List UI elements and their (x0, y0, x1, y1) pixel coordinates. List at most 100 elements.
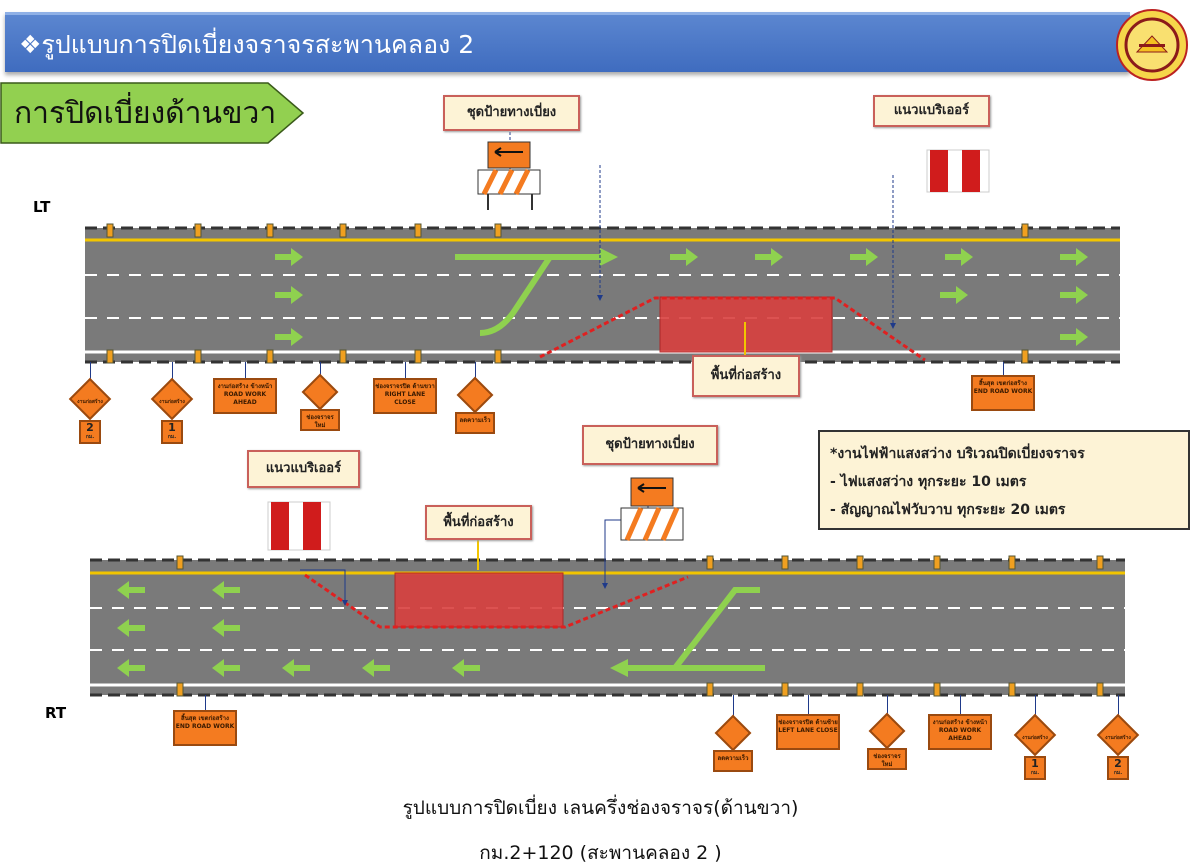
sign-text-en: ROAD WORK AHEAD (938, 727, 982, 742)
light-post-icon (414, 223, 422, 238)
traffic-arrow-icon (755, 248, 783, 266)
traffic-arrow-icon (945, 248, 973, 266)
light-post-icon (266, 223, 274, 238)
sign-leader-line (245, 362, 246, 383)
light-post-icon (781, 555, 789, 570)
lower-construction-label: พื้นที่ก่อสร้าง (425, 505, 532, 540)
section-banner-label: การปิดเบี่ยงด้านขวา (14, 96, 277, 131)
sign-unit: กม. (1113, 770, 1123, 776)
light-post-icon (194, 223, 202, 238)
traffic-arrow-icon (275, 248, 303, 266)
page-header: ❖รูปแบบการปิดเบี่ยงจราจรสะพานคลอง 2 (5, 12, 1130, 72)
light-post-icon (933, 682, 941, 697)
light-post-icon (781, 682, 789, 697)
sign-text-en: RIGHT LANE CLOSE (384, 391, 426, 406)
light-post-icon (176, 555, 184, 570)
traffic-arrow-icon (275, 286, 303, 304)
sign-leader-line (887, 695, 888, 719)
warning-diamond-icon (714, 714, 752, 752)
sign-leader-line (172, 362, 173, 383)
caption-location: กม.2+120 (สะพานคลอง 2 ) (479, 842, 722, 864)
agency-seal-logo (1116, 9, 1188, 81)
sign-text: สิ้นสุด เขตก่อสร้าง (181, 715, 229, 722)
light-post-icon (414, 349, 422, 364)
upper-detour-signs-label: ชุดป้ายทางเบี่ยง (443, 95, 580, 131)
sign-text-en: END ROAD WORK (973, 388, 1033, 395)
sign-leader-line (733, 695, 734, 721)
lower-construction-zone (394, 572, 564, 628)
traffic-arrow-icon (670, 248, 698, 266)
traffic-arrow-icon (1060, 286, 1088, 304)
sign-text: งานก่อสร้าง (1105, 735, 1131, 741)
sign-text: งานก่อสร้าง ข้างหน้า (217, 383, 273, 390)
light-post-icon (339, 349, 347, 364)
light-post-icon (176, 682, 184, 697)
sign-km: 1 (168, 421, 176, 434)
light-post-icon (1096, 555, 1104, 570)
traffic-arrow-icon (212, 659, 240, 677)
lt-side-label: LT (33, 198, 51, 216)
sign-text: ลดความเร็ว (713, 750, 753, 772)
sign-text: ช่องจราจรปิด ด้านขวา (375, 383, 435, 390)
sign-leader-line (808, 695, 809, 719)
sign-leader-line (1003, 362, 1004, 380)
rt-side-label: RT (45, 704, 67, 722)
traffic-arrow-icon (362, 659, 390, 677)
upper-construction-label: พื้นที่ก่อสร้าง (692, 355, 800, 397)
upper-detour-sign-icon (477, 141, 541, 210)
note-line: *งานไฟฟ้าแสงสว่าง บริเวณปิดเบี่ยงจราจร (830, 446, 1085, 462)
light-post-icon (494, 349, 502, 364)
traffic-arrow-icon (452, 659, 480, 677)
light-post-icon (1008, 682, 1016, 697)
sign-km: 2 (1114, 757, 1122, 770)
note-line: - ไฟแสงสว่าง ทุกระยะ 10 เมตร (830, 474, 1027, 490)
road-sign: ลดความเร็ว (435, 376, 515, 448)
warning-diamond-icon (868, 712, 906, 750)
upper-taper (539, 296, 926, 362)
traffic-arrow-icon (117, 581, 145, 599)
traffic-arrow-icon (1060, 248, 1088, 266)
light-post-icon (339, 223, 347, 238)
light-post-icon (856, 682, 864, 697)
lighting-note: *งานไฟฟ้าแสงสว่าง บริเวณปิดเบี่ยงจราจร -… (818, 430, 1190, 530)
traffic-arrow-icon (1060, 328, 1088, 346)
sign-km: 1 (1031, 757, 1039, 770)
note-line: - สัญญาณไฟวับวาบ ทุกระยะ 20 เมตร (830, 502, 1066, 518)
caption-title: รูปแบบการปิดเบี่ยง เลนครึ่งช่องจราจร(ด้า… (402, 797, 799, 819)
warning-diamond-icon (456, 376, 494, 414)
traffic-arrow-icon (212, 619, 240, 637)
lower-detour-sign-icon (620, 477, 684, 542)
upper-barrier-icon (926, 149, 990, 193)
sign-text: งานก่อสร้าง ข้างหน้า (932, 719, 988, 726)
sign-leader-line (320, 362, 321, 380)
sign-text: สิ้นสุด เขตก่อสร้าง (979, 380, 1027, 387)
traffic-arrow-icon (212, 581, 240, 599)
road-sign: ช่องจราจรใหม่ (847, 712, 927, 784)
light-post-icon (856, 555, 864, 570)
lower-barrier-label: แนวแบริเออร์ (247, 450, 360, 488)
light-post-icon (706, 682, 714, 697)
light-post-icon (706, 555, 714, 570)
lower-detour-signs-label: ชุดป้ายทางเบี่ยง (582, 425, 718, 465)
sign-text: ช่องจราจรใหม่ (867, 748, 907, 770)
sign-text-en: LEFT LANE CLOSE (778, 727, 838, 734)
sign-leader-line (90, 362, 91, 383)
road-sign: ช่องจราจรใหม่ (280, 373, 360, 445)
sign-text: ช่องจราจรปิด ด้านซ้าย (778, 719, 838, 726)
sign-leader-line (205, 695, 206, 715)
sign-unit: กม. (85, 434, 95, 440)
sign-text: งานก่อสร้าง (1022, 735, 1048, 741)
sign-unit: กม. (167, 434, 177, 440)
lower-barrier-icon (267, 501, 331, 551)
sign-leader-line (960, 695, 961, 719)
sign-text-en: END ROAD WORK (175, 723, 235, 730)
road-sign: ลดความเร็ว (693, 714, 773, 786)
traffic-arrow-icon (117, 619, 145, 637)
sign-text: งานก่อสร้าง (77, 399, 103, 405)
light-post-icon (194, 349, 202, 364)
